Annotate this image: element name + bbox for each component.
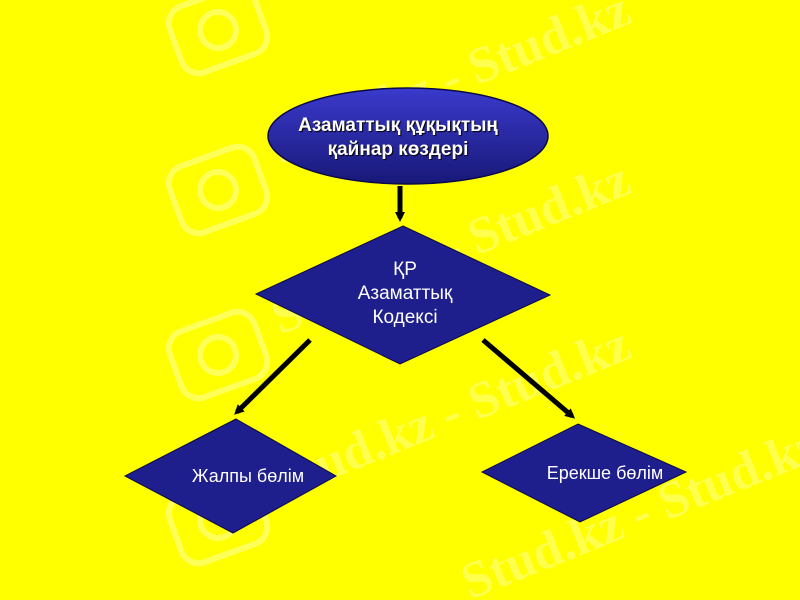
right-node-label-line: Ерекше бөлім [546, 463, 664, 483]
right-node-label: Ерекше бөлім [520, 462, 690, 485]
middle-node-label: ҚР Азаматтық Кодексі [310, 258, 500, 329]
watermark-logo-icon [165, 0, 271, 77]
arrow-middle-to-right [481, 338, 576, 419]
middle-diamond-node [254, 225, 552, 365]
watermark-logo-icon [165, 308, 271, 402]
watermark-text: Stud.kz - Stud.kz [453, 415, 800, 600]
middle-node-label-line: Кодексі [372, 306, 438, 328]
top-ellipse-node [267, 87, 549, 185]
watermark-logo-icon [165, 143, 271, 237]
arrow-middle-to-left [234, 338, 312, 415]
left-diamond-node [123, 418, 338, 534]
top-node-label-line: қайнар көздері [327, 138, 469, 160]
middle-node-label-line: Азаматтық [357, 282, 453, 304]
middle-node-label-line: ҚР [393, 259, 417, 280]
top-node-label-line: Азаматтық құқықтың [298, 115, 498, 136]
top-node-label: Азаматтық құқықтың қайнар көздері [278, 114, 518, 162]
left-node-label-line: Жалпы бөлім [191, 466, 305, 486]
left-node-label: Жалпы бөлім [168, 465, 328, 488]
right-diamond-node [480, 423, 688, 523]
